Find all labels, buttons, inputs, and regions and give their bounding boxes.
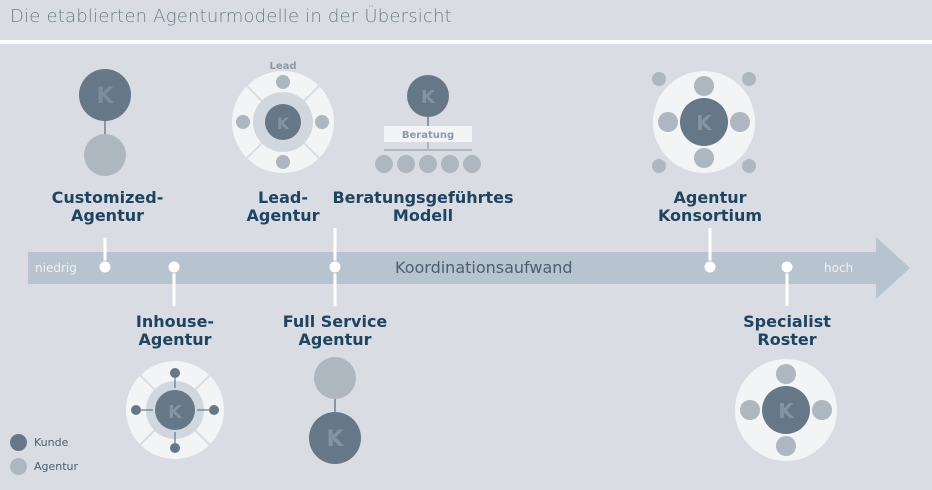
svg-text:Beratung: Beratung <box>402 130 454 141</box>
label-customized-agentur: Customized- Agentur <box>51 188 164 225</box>
title-divider <box>0 40 932 44</box>
label-beratung-modell: Beratungsgeführtes Modell <box>332 188 514 225</box>
legend-kunde: Kunde <box>10 434 68 451</box>
svg-text:K: K <box>696 111 713 135</box>
svg-text:Lead: Lead <box>269 61 296 72</box>
lead-agentur-icon: Lead K <box>232 61 334 173</box>
specialist-roster-icon: K <box>735 359 837 461</box>
label-inhouse-agentur: Inhouse- Agentur <box>135 312 215 349</box>
agentur-swatch-icon <box>10 458 27 475</box>
svg-text:K: K <box>421 87 436 108</box>
svg-text:K: K <box>168 402 183 423</box>
full-service-agentur-icon: K <box>309 357 361 464</box>
label-lead-agentur: Lead- Agentur <box>246 188 320 225</box>
label-agentur-konsortium: Agentur Konsortium <box>657 188 763 225</box>
axis-title: Koordinationsaufwand <box>395 258 573 277</box>
konsortium-icon: K <box>652 71 756 173</box>
customized-agentur-icon: K <box>79 69 131 176</box>
label-specialist-roster: Specialist Roster <box>743 312 831 349</box>
svg-text:K: K <box>778 399 795 423</box>
axis-high-label: hoch <box>824 261 854 275</box>
page-title: Die etablierten Agenturmodelle in der Üb… <box>10 6 452 27</box>
kunde-swatch-icon <box>10 434 27 451</box>
kunde-k-letter: K <box>96 84 114 109</box>
svg-text:K: K <box>326 427 344 452</box>
legend-agentur: Agentur <box>10 458 78 475</box>
label-full-service-agentur: Full Service Agentur <box>282 312 388 349</box>
inhouse-agentur-icon: K <box>126 361 224 459</box>
legend-kunde-label: Kunde <box>34 436 69 449</box>
axis-markers <box>98 260 794 274</box>
svg-text:K: K <box>277 114 290 133</box>
legend-agentur-label: Agentur <box>34 460 79 473</box>
beratung-modell-icon: K Beratung <box>375 75 481 173</box>
axis-low-label: niedrig <box>35 261 77 275</box>
